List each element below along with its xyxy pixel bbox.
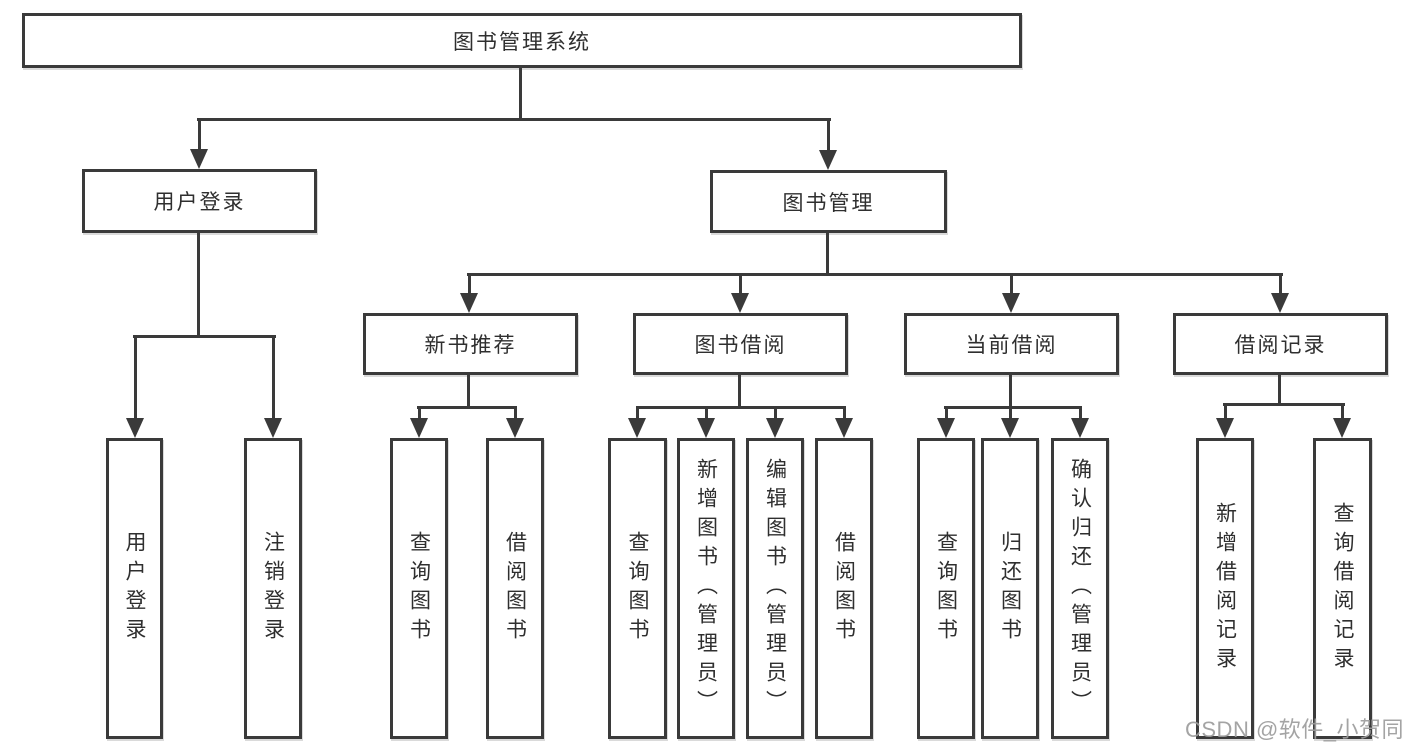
connector-splitter-book-borrowing — [636, 406, 846, 409]
leaf-query-borrow-record: 查询借阅记录 — [1313, 438, 1372, 739]
leaf-borrow-books: 借阅图书 — [486, 438, 544, 739]
connector-arrow — [628, 406, 646, 438]
arrowhead-down-icon — [1271, 293, 1289, 313]
connector-stem-book-borrowing — [738, 375, 741, 409]
arrow-shaft — [133, 335, 137, 421]
node-new-book-recommendation: 新书推荐 — [363, 313, 578, 375]
connector-stem-user-login — [197, 233, 200, 338]
connector-arrow — [1271, 273, 1289, 313]
connector-splitter-current-borrowing — [944, 406, 1082, 409]
connector-splitter-root — [197, 118, 831, 121]
connector-arrow — [1002, 273, 1020, 313]
connector-stem-current-borrowing — [1009, 375, 1012, 409]
leaf-query-books: 查询图书 — [390, 438, 448, 739]
connector-splitter-borrowing-records — [1223, 403, 1345, 406]
arrow-shaft — [944, 406, 948, 421]
connector-arrow — [835, 406, 853, 438]
arrowhead-down-icon — [460, 293, 478, 313]
arrowhead-down-icon — [1333, 418, 1351, 438]
leaf-return-books: 归还图书 — [981, 438, 1039, 739]
connector-stem-book-management — [826, 233, 829, 276]
connector-stem-root — [519, 68, 522, 121]
watermark: CSDN @软件_小贺同学 — [1185, 717, 1405, 742]
node-current-borrowing: 当前借阅 — [904, 313, 1119, 375]
arrowhead-down-icon — [126, 418, 144, 438]
arrow-shaft — [738, 273, 742, 296]
arrow-shaft — [842, 406, 846, 421]
node-book-management: 图书管理 — [710, 170, 947, 233]
leaf-borrow-books-2: 借阅图书 — [815, 438, 873, 739]
leaf-logout: 注销登录 — [244, 438, 302, 739]
arrowhead-down-icon — [697, 418, 715, 438]
connector-arrow — [1071, 406, 1089, 438]
leaf-query-books-2: 查询图书 — [608, 438, 667, 739]
connector-arrow — [126, 335, 144, 438]
arrowhead-down-icon — [1071, 418, 1089, 438]
connector-arrow — [460, 273, 478, 313]
node-book-borrowing: 图书借阅 — [633, 313, 848, 375]
connector-arrow — [937, 406, 955, 438]
node-library-management-system: 图书管理系统 — [22, 13, 1022, 68]
arrowhead-down-icon — [819, 150, 837, 170]
node-user-login: 用户登录 — [82, 169, 317, 233]
arrowhead-down-icon — [835, 418, 853, 438]
leaf-add-book-admin: 新增图书（管理员） — [677, 438, 735, 739]
arrowhead-down-icon — [766, 418, 784, 438]
connector-splitter-book-management — [467, 273, 1283, 276]
connector-stem-borrowing-records — [1278, 375, 1281, 406]
arrow-shaft — [271, 335, 275, 421]
arrow-shaft — [826, 118, 830, 153]
connector-arrow — [1216, 403, 1234, 438]
arrow-shaft — [1340, 403, 1344, 421]
connector-arrow — [697, 406, 715, 438]
arrowhead-down-icon — [410, 418, 428, 438]
connector-arrow — [190, 118, 208, 169]
arrowhead-down-icon — [190, 149, 208, 169]
arrowhead-down-icon — [937, 418, 955, 438]
arrowhead-down-icon — [264, 418, 282, 438]
arrowhead-down-icon — [1216, 418, 1234, 438]
arrow-shaft — [1223, 403, 1227, 421]
arrow-shaft — [513, 406, 517, 421]
connector-splitter-new-book — [417, 406, 517, 409]
arrowhead-down-icon — [506, 418, 524, 438]
arrow-shaft — [635, 406, 639, 421]
arrowhead-down-icon — [628, 418, 646, 438]
connector-arrow — [766, 406, 784, 438]
connector-arrow — [1333, 403, 1351, 438]
arrowhead-down-icon — [731, 293, 749, 313]
arrow-shaft — [1009, 273, 1013, 296]
connector-arrow — [506, 406, 524, 438]
arrow-shaft — [1078, 406, 1082, 421]
connector-stem-new-book — [467, 375, 470, 409]
arrow-shaft — [1008, 406, 1012, 421]
arrow-shaft — [704, 406, 708, 421]
leaf-edit-book-admin: 编辑图书（管理员） — [746, 438, 804, 739]
arrow-shaft — [773, 406, 777, 421]
arrow-shaft — [197, 118, 201, 152]
leaf-add-borrow-record: 新增借阅记录 — [1196, 438, 1254, 739]
leaf-user-login: 用户登录 — [106, 438, 163, 739]
connector-arrow — [731, 273, 749, 313]
arrow-shaft — [417, 406, 421, 421]
node-borrowing-records: 借阅记录 — [1173, 313, 1388, 375]
connector-arrow — [819, 118, 837, 170]
connector-arrow — [264, 335, 282, 438]
arrowhead-down-icon — [1001, 418, 1019, 438]
connector-arrow — [1001, 406, 1019, 438]
arrow-shaft — [467, 273, 471, 296]
leaf-confirm-return-admin: 确认归还（管理员） — [1051, 438, 1109, 739]
arrowhead-down-icon — [1002, 293, 1020, 313]
arrow-shaft — [1278, 273, 1282, 296]
connector-arrow — [410, 406, 428, 438]
leaf-query-books-3: 查询图书 — [917, 438, 975, 739]
connector-splitter-user-login — [133, 335, 276, 338]
